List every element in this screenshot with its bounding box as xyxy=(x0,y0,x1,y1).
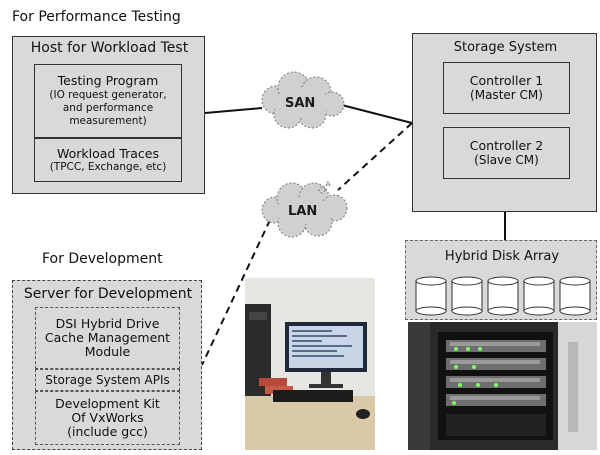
testing-program-title: Testing Program xyxy=(57,73,159,88)
controller-1-box: Controller 1 (Master CM) xyxy=(443,62,570,114)
testing-program-box: Testing Program (IO request generator, a… xyxy=(34,64,182,138)
controller-2-name: Controller 2 xyxy=(469,138,544,153)
workload-traces-title: Workload Traces xyxy=(56,145,159,161)
cache-module-box: DSI Hybrid Drive Cache Management Module xyxy=(35,307,180,369)
workload-traces-desc: (TPCC, Exchange, etc) xyxy=(49,160,167,173)
workstation-photo xyxy=(245,278,375,450)
vxworks-kit-line-2: Of VxWorks xyxy=(71,410,144,425)
vxworks-kit-box: Development Kit Of VxWorks (include gcc) xyxy=(35,391,180,445)
lan-link-server xyxy=(201,219,271,366)
host-title: Host for Workload Test xyxy=(30,40,189,56)
performance-testing-title: For Performance Testing xyxy=(12,9,181,25)
controller-2-role: (Slave CM) xyxy=(474,153,539,167)
controller-1-name: Controller 1 xyxy=(469,73,544,88)
storage-system-title: Storage System xyxy=(453,40,558,55)
storage-system-box: Storage System Controller 1 (Master CM) … xyxy=(412,33,597,212)
vxworks-kit-line-3: (include gcc) xyxy=(67,424,148,439)
lan-link-storage xyxy=(337,122,413,191)
cache-module-line-3: Module xyxy=(84,344,131,359)
hybrid-disk-array-title: Hybrid Disk Array xyxy=(444,249,560,264)
storage-apis-label: Storage System APIs xyxy=(45,373,170,387)
testing-program-desc-3: measurement) xyxy=(69,115,147,127)
disk-icon-4 xyxy=(523,276,555,316)
testing-program-desc-2: and performance xyxy=(62,102,154,114)
storage-apis-box: Storage System APIs xyxy=(35,369,180,391)
testing-program-desc-1: (IO request generator, xyxy=(49,89,167,101)
disk-icon-5 xyxy=(559,276,591,316)
disk-icon-2 xyxy=(451,276,483,316)
cache-module-line-2: Cache Management xyxy=(44,330,171,345)
lan-label: LAN xyxy=(288,204,318,219)
server-rack-photo xyxy=(408,322,597,450)
dev-server-title: Server for Development xyxy=(23,286,193,302)
cache-module-line-1: DSI Hybrid Drive xyxy=(55,316,160,331)
controller-1-role: (Master CM) xyxy=(470,88,543,102)
disk-icons xyxy=(415,276,591,316)
controller-2-box: Controller 2 (Slave CM) xyxy=(443,127,570,179)
vxworks-kit-line-1: Development Kit xyxy=(55,396,160,411)
san-label: SAN xyxy=(285,96,316,111)
disk-icon-3 xyxy=(487,276,519,316)
development-title: For Development xyxy=(42,251,163,267)
workload-traces-box: Workload Traces (TPCC, Exchange, etc) xyxy=(34,138,182,182)
disk-icon-1 xyxy=(415,276,447,316)
san-link-host xyxy=(204,107,263,114)
dev-server-box: Server for Development DSI Hybrid Drive … xyxy=(12,280,202,450)
hybrid-disk-array-box: Hybrid Disk Array xyxy=(405,240,597,320)
host-workload-test-box: Host for Workload Test Testing Program (… xyxy=(12,36,205,194)
